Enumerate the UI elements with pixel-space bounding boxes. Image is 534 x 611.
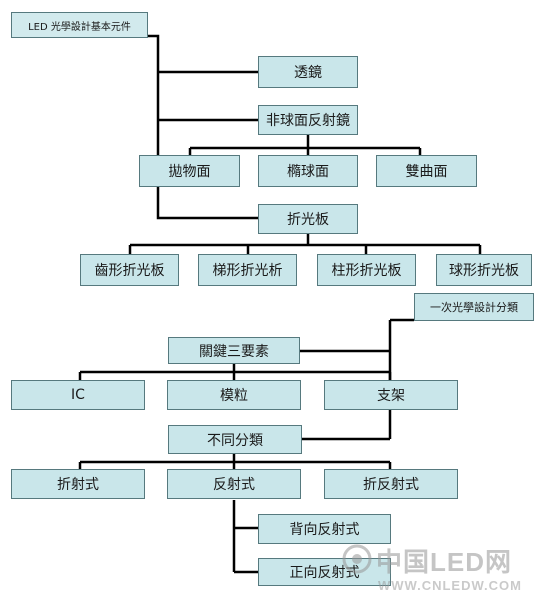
root-node: LED 光學設計基本元件 <box>11 12 148 38</box>
primary-classification-node: 一次光學設計分類 <box>414 293 534 321</box>
refractor-type-node: 梯形折光析 <box>198 254 297 286</box>
key-item-node: IC <box>11 380 145 410</box>
lens-node: 透鏡 <box>258 56 358 88</box>
parabolic-node: 拋物面 <box>139 155 240 187</box>
watermark-text: 中国LED网 <box>376 547 513 577</box>
key-item-node: 支架 <box>324 380 458 410</box>
reflect-subtype-node: 背向反射式 <box>258 514 391 544</box>
ellipsoid-node: 橢球面 <box>258 155 358 187</box>
refractor-type-node: 球形折光板 <box>436 254 532 286</box>
hyperbolic-node: 雙曲面 <box>376 155 477 187</box>
watermark-logo-icon <box>342 544 372 574</box>
class-item-node: 折反射式 <box>324 469 458 499</box>
refractor-type-node: 齒形折光板 <box>80 254 179 286</box>
key-item-node: 模粒 <box>167 380 301 410</box>
site-watermark: 中国LED网 WWW.CNLEDW.COM <box>342 538 532 602</box>
refractor-type-node: 柱形折光板 <box>317 254 416 286</box>
key-elements-node: 關鍵三要素 <box>168 337 300 364</box>
refractor-plate-node: 折光板 <box>258 204 358 234</box>
aspheric-mirror-node: 非球面反射鏡 <box>258 105 358 135</box>
class-item-node: 反射式 <box>167 469 301 499</box>
watermark-url: WWW.CNLEDW.COM <box>378 578 522 593</box>
different-classification-node: 不同分類 <box>168 425 302 454</box>
class-item-node: 折射式 <box>11 469 145 499</box>
